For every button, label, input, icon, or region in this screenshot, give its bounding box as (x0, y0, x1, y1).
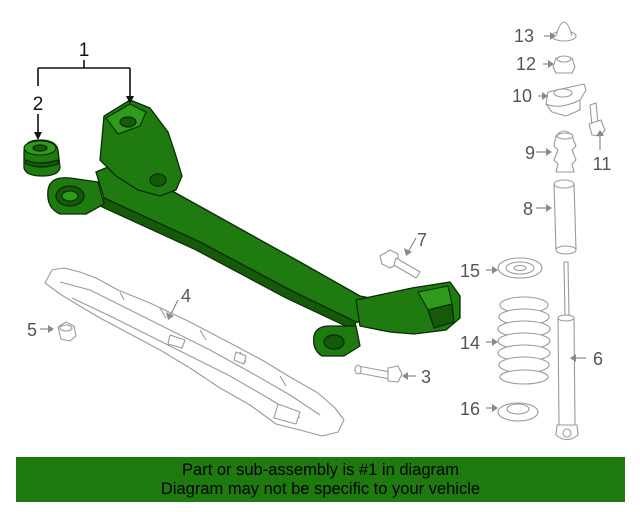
callout-4[interactable]: 4 (181, 286, 191, 306)
shock-absorber-part-6[interactable] (555, 261, 579, 441)
cap-part-13[interactable] (551, 21, 577, 42)
callout-11[interactable]: 11 (593, 154, 612, 174)
callout-labels: 1 2 13 12 10 9 11 8 7 15 4 5 14 6 3 16 (27, 26, 611, 419)
fitment-notice-banner: Part or sub-assembly is #1 in diagram Di… (16, 457, 625, 502)
callout-16[interactable]: 16 (460, 399, 480, 419)
nut-part-12[interactable] (552, 55, 576, 74)
callout-2[interactable]: 2 (33, 94, 44, 115)
callout-13[interactable]: 13 (514, 26, 534, 46)
dust-cover-part-8[interactable] (553, 179, 577, 255)
coil-spring-part-14[interactable] (497, 296, 551, 385)
callout-5[interactable]: 5 (27, 320, 37, 340)
callout-12[interactable]: 12 (516, 54, 536, 74)
banner-line-1: Part or sub-assembly is #1 in diagram (182, 461, 459, 479)
callout-9[interactable]: 9 (525, 143, 535, 163)
callout-10[interactable]: 10 (512, 86, 532, 106)
banner-line-2: Diagram may not be specific to your vehi… (160, 480, 481, 498)
spring-seat-part-15[interactable] (497, 257, 543, 279)
callout-15[interactable]: 15 (460, 261, 480, 281)
lower-seat-part-16[interactable] (497, 402, 539, 422)
bushing-part-2[interactable] (23, 139, 61, 177)
callout-3[interactable]: 3 (421, 367, 431, 387)
bolt-part-7[interactable] (379, 249, 421, 279)
callout-6[interactable]: 6 (593, 349, 603, 369)
bolt-part-3[interactable] (354, 364, 403, 383)
callout-14[interactable]: 14 (460, 333, 480, 353)
nut-part-5[interactable] (57, 321, 77, 342)
parts-diagram: 1 2 13 12 10 9 11 8 7 15 4 5 14 6 3 16 (23, 21, 611, 441)
callout-1[interactable]: 1 (79, 40, 90, 61)
bolt-part-11[interactable] (588, 102, 606, 137)
callout-8[interactable]: 8 (523, 199, 533, 219)
bump-stop-part-9[interactable] (553, 130, 577, 173)
leader-lines (34, 32, 604, 412)
mount-part-10[interactable] (545, 83, 587, 117)
heat-shield-part-4[interactable] (44, 267, 345, 437)
rear-axle-beam-part-1[interactable] (47, 99, 461, 357)
callout-7[interactable]: 7 (417, 230, 427, 250)
